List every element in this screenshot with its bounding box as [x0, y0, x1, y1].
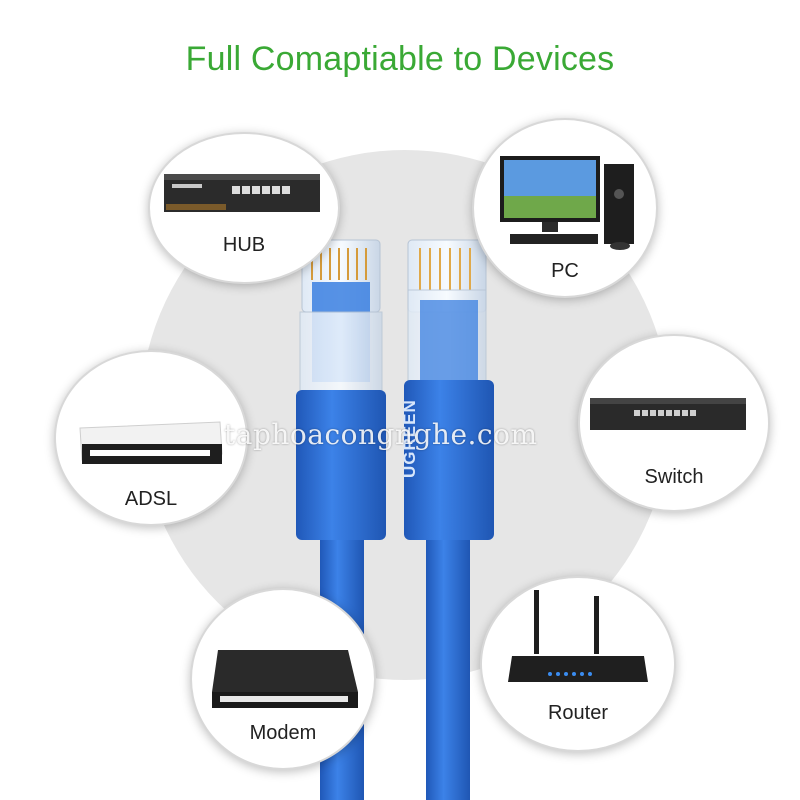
adsl-bubble: ADSL	[54, 350, 248, 526]
router-bubble: Router	[480, 576, 676, 752]
modem-bubble: Modem	[190, 588, 376, 770]
switch-device-image	[590, 398, 746, 430]
switch-bubble: Switch	[578, 334, 770, 512]
pc-bubble: PC	[472, 118, 658, 298]
adsl-label: ADSL	[124, 488, 178, 510]
hub-label: HUB	[222, 234, 266, 256]
pc-label: PC	[551, 260, 579, 282]
adsl-device-image	[79, 421, 223, 464]
modem-device-image	[212, 650, 358, 708]
router-label: Router	[547, 702, 609, 724]
pc-device-image	[500, 156, 634, 250]
watermark-text: taphoacongnghe.com	[224, 418, 538, 451]
modem-label: Modem	[249, 722, 317, 744]
hub-device-image	[164, 174, 320, 212]
router-device-image	[508, 590, 648, 682]
hub-bubble: HUB	[148, 132, 340, 284]
switch-label: Switch	[644, 466, 704, 488]
right-rj45-plug	[404, 239, 494, 800]
page-title: Full Comaptiable to Devices	[185, 40, 615, 78]
